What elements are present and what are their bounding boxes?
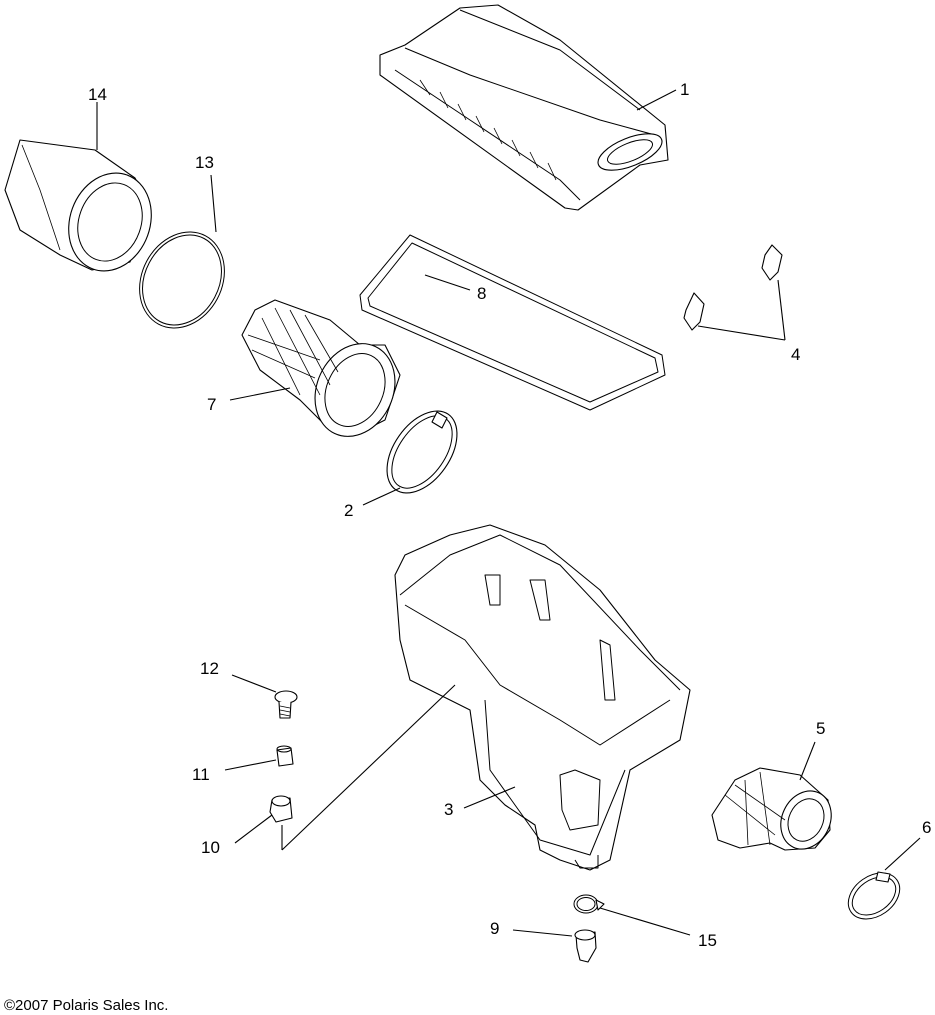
callout-11: 11 (192, 765, 210, 784)
part-1-airbox-cover (379, 4, 669, 211)
callout-15: 15 (698, 931, 717, 950)
callout-14: 14 (88, 85, 107, 104)
part-12-screw (274, 690, 298, 719)
callout-4: 4 (791, 345, 800, 364)
callout-7: 7 (207, 395, 216, 414)
part-14-prefilter (4, 139, 152, 272)
callout-8: 8 (477, 284, 486, 303)
part-15-clamp (573, 894, 605, 914)
callout-2: 2 (344, 501, 353, 520)
part-13-o-ring (139, 231, 225, 329)
part-8-gasket (359, 234, 666, 411)
part-11-sleeve (276, 745, 294, 767)
part-2-clamp (386, 410, 458, 494)
part-4-clips (683, 244, 783, 331)
part-9-drain-plug (574, 929, 597, 963)
part-3-airbox-base (394, 524, 691, 871)
callout-10: 10 (201, 838, 220, 857)
callout-3: 3 (444, 800, 453, 819)
callout-labels: 1 2 3 4 5 6 7 8 9 10 11 12 13 14 15 (88, 80, 931, 950)
callout-5: 5 (816, 719, 825, 738)
part-10-grommet (269, 795, 293, 823)
callout-6: 6 (922, 818, 931, 837)
callout-12: 12 (200, 659, 219, 678)
part-5-intake-boot (711, 767, 832, 851)
callout-1: 1 (680, 80, 689, 99)
copyright-notice: ©2007 Polaris Sales Inc. (4, 997, 169, 1014)
part-7-filter-cage (241, 299, 401, 437)
leader-lines (96, 89, 921, 937)
callout-13: 13 (195, 153, 214, 172)
part-6-clamp (847, 871, 901, 920)
callout-9: 9 (490, 919, 499, 938)
